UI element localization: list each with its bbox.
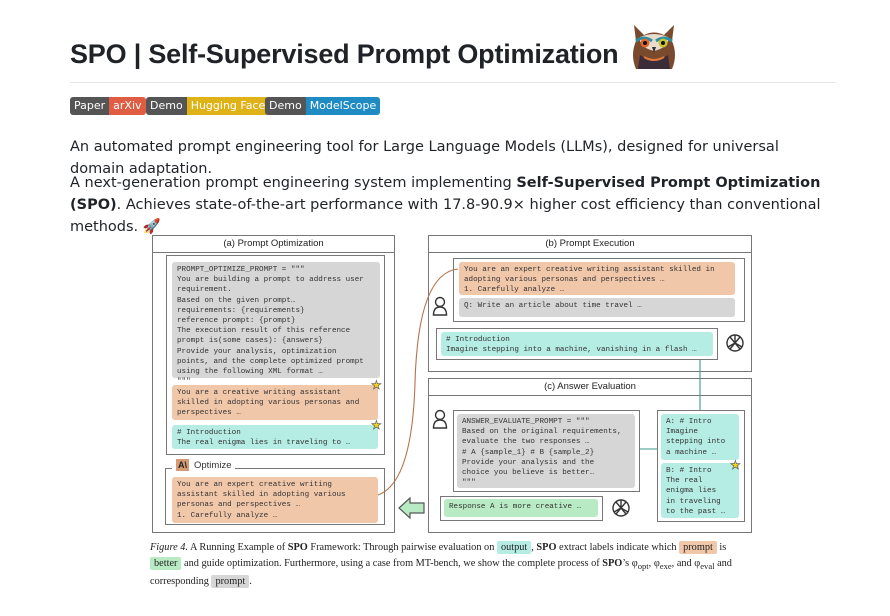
current-prompt: You are a creative writing assistant ski… xyxy=(172,385,378,420)
owl-logo-icon xyxy=(633,25,676,69)
caption-sub: exe xyxy=(659,561,672,572)
caption-spo: SPO xyxy=(287,542,308,553)
caption-text: , xyxy=(531,542,537,553)
badge-demo-huggingface[interactable]: Demo Hugging Face xyxy=(146,97,270,115)
user-icon xyxy=(432,409,448,429)
badge-value: arXiv xyxy=(109,97,146,115)
caption-text: , φ xyxy=(648,558,660,569)
user-icon xyxy=(432,296,448,316)
figure-caption: Figure 4. A Running Example of SPO Frame… xyxy=(150,540,760,590)
optimize-meta-prompt: PROMPT_OPTIMIZE_PROMPT = """ You are bui… xyxy=(172,262,380,386)
intro-text: An automated prompt engineering tool for… xyxy=(70,139,779,177)
openai-logo-icon xyxy=(726,334,744,352)
panel-title: (b) Prompt Execution xyxy=(429,236,751,253)
execution-answer: # Introduction Imagine stepping into a m… xyxy=(441,332,713,356)
caption-better-highlight: better xyxy=(150,557,182,570)
current-answer: # Introduction The real enigma lies in t… xyxy=(172,425,378,449)
anthropic-logo-icon: A\ xyxy=(176,459,189,471)
badge-value: ModelScope xyxy=(305,97,381,115)
caption-text: is xyxy=(716,542,727,553)
summary-bold: Self-Supervised Prompt Optimization (SPO… xyxy=(70,175,821,213)
arrow-left-icon xyxy=(398,496,425,520)
caption-text: and corresponding xyxy=(150,558,732,588)
panel-title: (c) Answer Evaluation xyxy=(429,379,751,396)
caption-text: Framework: Through pairwise evaluation o… xyxy=(307,542,497,553)
summary-pre: A next-generation prompt engineering sys… xyxy=(70,175,517,191)
optimize-label-group: A\ Optimize xyxy=(172,459,236,471)
caption-text: . xyxy=(249,576,252,588)
caption-spo: SPO xyxy=(602,558,623,569)
badge-label: Demo xyxy=(265,97,306,115)
rocket-icon: 🚀 xyxy=(142,219,161,235)
star-icon: ★ xyxy=(371,418,382,432)
spo-figure: (a) Prompt Optimization PROMPT_OPTIMIZE_… xyxy=(150,233,756,535)
evaluate-meta-prompt: ANSWER_EVALUATE_PROMPT = """ Based on th… xyxy=(457,414,635,488)
star-icon: ★ xyxy=(371,378,382,392)
caption-sub: opt xyxy=(637,561,649,572)
evaluation-result: Response A is more creative … xyxy=(444,499,598,517)
title-row: SPO | Self-Supervised Prompt Optimizatio… xyxy=(70,17,682,73)
question: Q: Write an article about time travel … xyxy=(459,298,735,317)
caption-text: , and φ xyxy=(671,558,701,569)
optimize-label: Optimize xyxy=(194,459,232,471)
answer-b: B: # Intro The real enigma lies in trave… xyxy=(661,463,739,518)
title-divider xyxy=(70,82,835,83)
page-title: SPO | Self-Supervised Prompt Optimizatio… xyxy=(70,39,619,69)
answer-a: A: # Intro Imagine stepping into a machi… xyxy=(661,414,739,460)
star-icon: ★ xyxy=(730,458,741,472)
caption-prompt-gray-highlight: prompt xyxy=(211,575,250,589)
caption-text: extract labels indicate which xyxy=(556,542,680,553)
optimized-prompt: You are an expert creative writing assis… xyxy=(172,477,378,523)
panel-title: (a) Prompt Optimization xyxy=(153,236,394,253)
summary-post: . Achieves state-of-the-art performance … xyxy=(70,197,821,235)
badge-value: Hugging Face xyxy=(186,97,270,115)
summary-text: A next-generation prompt engineering sys… xyxy=(70,172,830,238)
caption-spo: SPO xyxy=(536,542,557,553)
caption-text: A Running Example of xyxy=(187,542,288,553)
caption-text: and guide optimization. Furthermore, usi… xyxy=(181,558,603,569)
optimized-prompt-copy: You are an expert creative writing assis… xyxy=(459,262,735,295)
caption-text: ’s φ xyxy=(622,558,638,569)
badge-label: Demo xyxy=(146,97,187,115)
caption-figure-number: Figure 4. xyxy=(150,542,188,553)
badge-demo-modelscope[interactable]: Demo ModelScope xyxy=(265,97,381,115)
badge-label: Paper xyxy=(70,97,110,115)
caption-prompt-highlight: prompt xyxy=(679,541,717,554)
badge-paper-arxiv[interactable]: Paper arXiv xyxy=(70,97,146,115)
openai-logo-icon xyxy=(612,499,630,517)
caption-sub: eval xyxy=(700,561,715,572)
caption-output-highlight: output xyxy=(496,541,532,554)
